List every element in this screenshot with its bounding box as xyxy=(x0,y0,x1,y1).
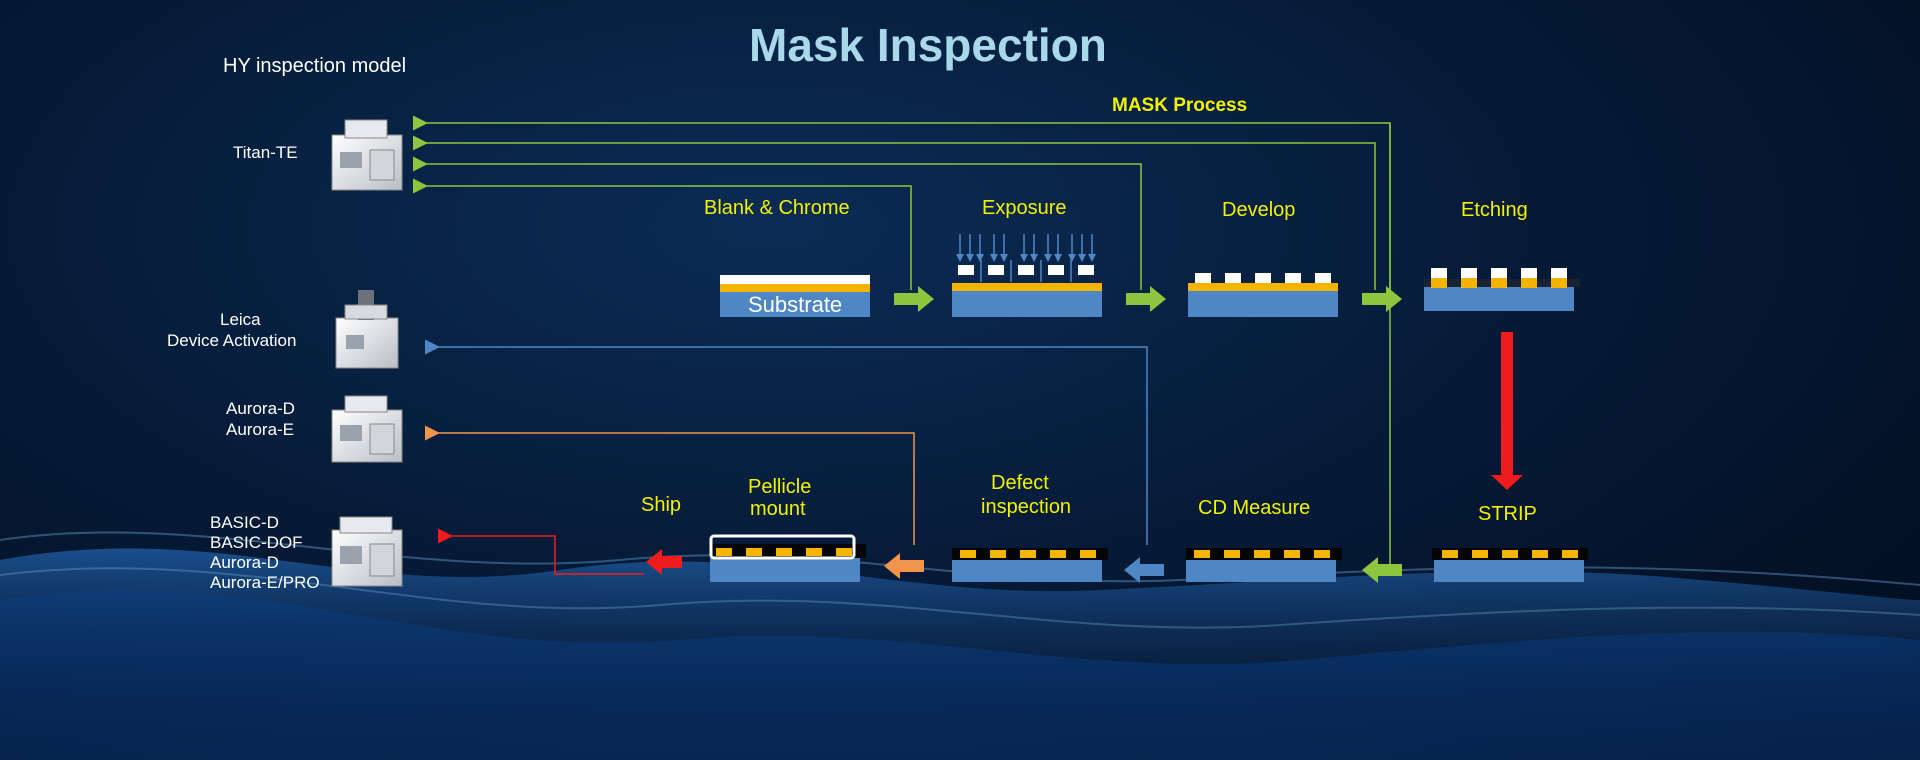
step-label-strip: STRIP xyxy=(1478,503,1537,525)
blank-wafer xyxy=(720,275,870,317)
cd-wafer xyxy=(1186,548,1342,582)
step-label-pellicle-2: mount xyxy=(750,498,806,520)
exposure-wafer xyxy=(952,234,1102,317)
etching-wafer xyxy=(1424,268,1580,311)
step-label-develop: Develop xyxy=(1222,199,1296,221)
model-header: HY inspection model xyxy=(223,55,407,77)
machine-label-aurora-1: Aurora-D xyxy=(226,399,295,418)
arrow-strip-to-cd xyxy=(1362,557,1402,583)
machine-label-basic-1: BASIC-D xyxy=(210,513,279,532)
orange-line xyxy=(425,425,915,545)
machine-label-leica-1: Leica xyxy=(220,310,261,329)
arrow-blank-to-exposure xyxy=(894,286,934,312)
develop-wafer xyxy=(1188,273,1338,317)
step-label-defect-1: Defect xyxy=(991,472,1049,494)
mask-process-label: MASK Process xyxy=(1112,95,1248,116)
step-label-exposure: Exposure xyxy=(982,197,1067,219)
machine-label-titan: Titan-TE xyxy=(233,143,298,162)
pellicle-wafer xyxy=(709,534,866,582)
step-label-etching: Etching xyxy=(1461,199,1528,221)
defect-wafer xyxy=(952,548,1108,582)
arrow-pellicle-to-ship xyxy=(646,549,682,575)
step-label-pellicle-1: Pellicle xyxy=(748,476,812,498)
green-line-2 xyxy=(413,135,1376,290)
green-line-3 xyxy=(413,156,1142,290)
strip-wafer xyxy=(1432,548,1588,582)
page-title: Mask Inspection xyxy=(749,19,1107,71)
arrow-cd-to-defect xyxy=(1124,557,1164,583)
machine-icon-leica xyxy=(335,290,399,369)
machine-icon-aurora xyxy=(331,395,403,463)
machine-label-basic-3: Aurora-D xyxy=(210,553,279,572)
arrow-exposure-to-develop xyxy=(1126,286,1166,312)
green-line-4 xyxy=(413,178,912,290)
red-line xyxy=(438,528,644,575)
arrow-etching-to-strip xyxy=(1491,332,1523,490)
step-label-blank: Blank & Chrome xyxy=(704,197,850,219)
step-label-defect-2: inspection xyxy=(981,496,1072,518)
step-label-cd: CD Measure xyxy=(1198,497,1311,519)
machine-label-basic-4: Aurora-E/PRO xyxy=(210,573,320,592)
blue-line xyxy=(425,339,1148,545)
machine-label-leica-2: Device Activation xyxy=(167,331,297,350)
machine-icon-titan xyxy=(331,119,403,191)
step-label-ship: Ship xyxy=(641,494,682,516)
machine-label-aurora-2: Aurora-E xyxy=(226,420,295,439)
machine-label-basic-2: BASIC-DOF xyxy=(210,533,303,552)
arrow-develop-to-etching xyxy=(1362,286,1402,312)
machine-icon-basic xyxy=(331,516,403,587)
arrow-defect-to-pellicle xyxy=(884,553,924,579)
substrate-label: Substrate xyxy=(748,292,843,317)
